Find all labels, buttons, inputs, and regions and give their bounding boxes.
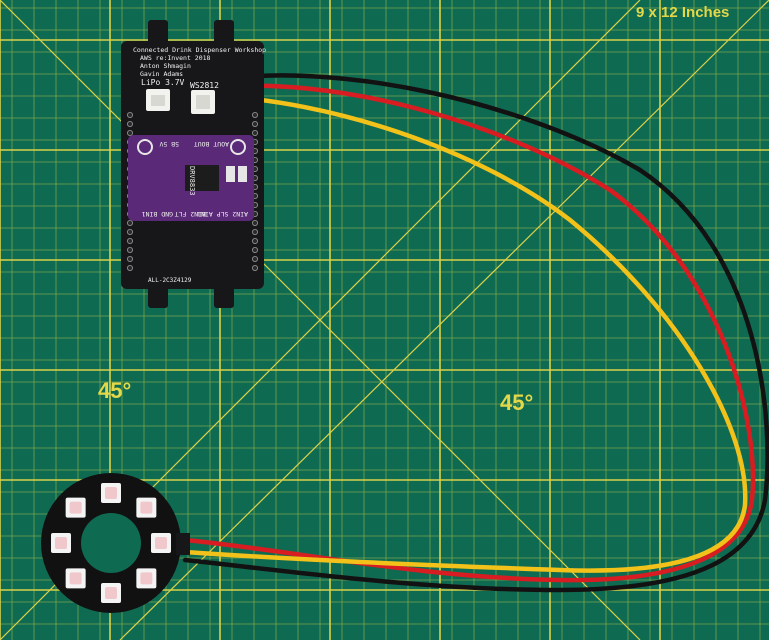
driver-top-pins-left: 5B 5V — [159, 140, 179, 148]
header-hole — [127, 228, 134, 235]
led-ring-center-hole — [81, 513, 141, 573]
wire-red — [182, 83, 756, 583]
pcb-silk-line-3: Anton Shmagin — [140, 62, 191, 70]
driver-smd-component-2 — [238, 166, 247, 182]
header-hole — [127, 129, 134, 136]
led-lens — [155, 537, 167, 549]
led-lens — [69, 572, 82, 585]
header-hole — [251, 228, 258, 235]
connector-right-label: WS2812 — [190, 81, 219, 90]
header-hole — [251, 129, 258, 136]
header-hole — [251, 246, 258, 253]
led-lens — [140, 501, 153, 514]
pcb-tab-top-left — [148, 20, 168, 44]
header-hole — [251, 255, 258, 262]
led-ring-connector-pads — [176, 533, 190, 555]
pcb-silk-line-2: AWS re:Invent 2018 — [140, 54, 211, 62]
lipo-connector-socket — [151, 95, 165, 106]
header-hole — [127, 255, 134, 262]
mat-size-label: 9 x 12 Inches — [636, 4, 729, 21]
motor-driver-board: 5B 5V AOUT BOUT DRV8833 GND BIN1 BIN2 FL… — [128, 135, 254, 221]
wire-yellow — [182, 93, 748, 573]
pcb-tab-bottom-left — [148, 284, 168, 308]
driver-bottom-pins-right: AIN2 SLP AIN1 — [197, 210, 248, 218]
header-hole — [127, 246, 134, 253]
pcb-silk-line-1: Connected Drink Dispenser Workshop — [133, 46, 266, 54]
driver-top-pins-right: AOUT BOUT — [194, 140, 229, 148]
led-lens — [140, 572, 153, 585]
header-hole — [251, 112, 258, 119]
led-ring — [41, 473, 190, 613]
header-hole — [127, 219, 134, 226]
driver-mount-hole-left — [137, 139, 153, 155]
driver-bottom-pins-left: GND BIN1 — [142, 210, 173, 218]
mat-angle-label-left: 45° — [98, 378, 131, 403]
ws2812-connector-socket — [196, 95, 210, 109]
led-lens — [69, 501, 82, 514]
header-hole — [127, 112, 134, 119]
header-hole — [127, 121, 134, 128]
connector-left-label: LiPo 3.7V — [141, 78, 185, 87]
mat-diagonal — [119, 0, 769, 640]
header-hole — [251, 237, 258, 244]
wire-bundle — [182, 73, 769, 593]
pcb-tab-bottom-right — [214, 284, 234, 308]
driver-chip — [185, 165, 219, 191]
driver-chip-label: DRV8833 — [188, 166, 196, 196]
pcb-tab-top-right — [214, 20, 234, 44]
led-lens — [105, 587, 117, 599]
header-hole — [251, 219, 258, 226]
pcb-silk-line-4: Gavin Adams — [140, 70, 183, 78]
header-hole — [127, 264, 134, 271]
led-ring-leds — [51, 483, 171, 603]
led-lens — [55, 537, 67, 549]
driver-bottom-pins-middle: BIN2 FLT — [175, 210, 206, 218]
driver-mount-hole-right — [230, 139, 246, 155]
wire-black — [182, 73, 769, 593]
header-hole — [251, 264, 258, 271]
mat-angle-label-center: 45° — [500, 390, 533, 415]
led-lens — [105, 487, 117, 499]
mat-diagonal — [0, 0, 641, 640]
header-hole — [251, 121, 258, 128]
pcb-part-number: ALL-2C3Z4129 — [148, 277, 192, 284]
driver-smd-component-1 — [226, 166, 235, 182]
header-hole — [127, 237, 134, 244]
